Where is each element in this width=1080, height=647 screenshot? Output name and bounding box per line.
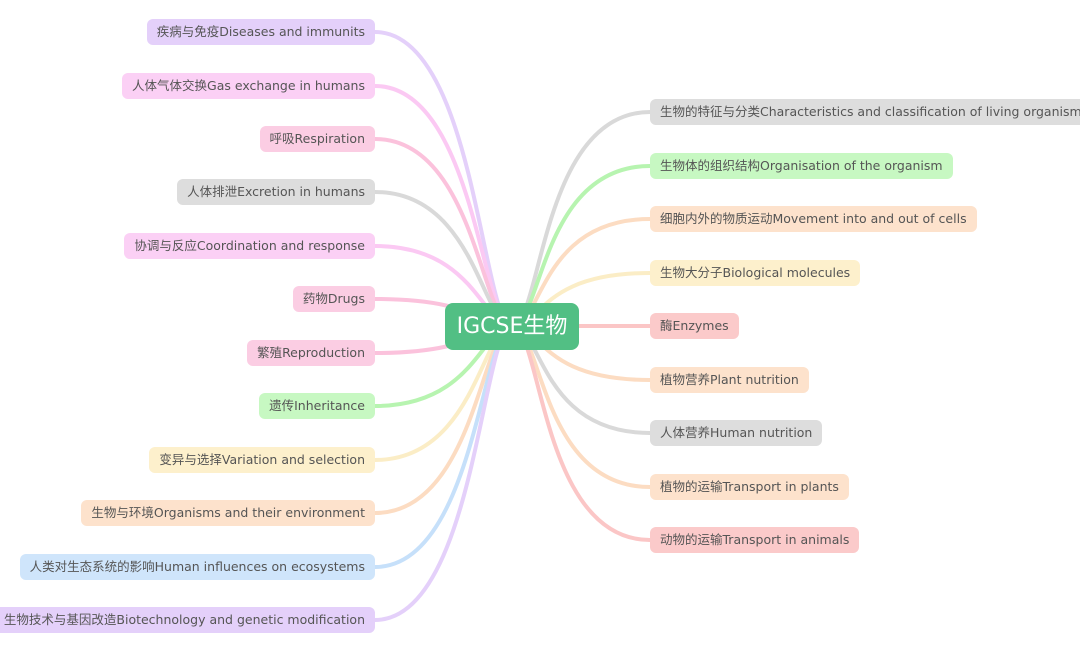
left-branch-node[interactable]: 生物与环境Organisms and their environment [81,500,375,526]
right-branch-node[interactable]: 生物大分子Biological molecules [650,260,861,286]
left-branch-node[interactable]: 人体气体交换Gas exchange in humans [122,73,375,99]
connector-line [373,324,514,569]
left-branch-node[interactable]: 人类对生态系统的影响Human influences on ecosystems [19,554,375,580]
left-branch-node[interactable]: 人体排泄Excretion in humans [177,179,375,205]
left-branch-node[interactable]: 生物技术与基因改造Biotechnology and genetic modif… [0,607,375,633]
right-branch-node[interactable]: 酶Enzymes [650,313,739,339]
right-branch-node[interactable]: 人体营养Human nutrition [650,420,823,446]
right-branch-node[interactable]: 细胞内外的物质运动Movement into and out of cells [650,206,977,232]
right-branch-node[interactable]: 动物的运输Transport in animals [650,527,860,553]
left-branch-node[interactable]: 协调与反应Coordination and response [124,233,375,259]
right-branch-node[interactable]: 植物营养Plant nutrition [650,367,809,393]
left-branch-node[interactable]: 疾病与免疫Diseases and immunits [146,19,375,45]
central-topic[interactable]: IGCSE生物 [445,303,579,350]
right-branch-node[interactable]: 植物的运输Transport in plants [650,474,849,500]
right-branch-node[interactable]: 生物体的组织结构Organisation of the organism [650,153,953,179]
left-branch-node[interactable]: 繁殖Reproduction [247,340,375,366]
left-branch-node[interactable]: 变异与选择Variation and selection [149,447,375,473]
left-branch-node[interactable]: 药物Drugs [292,286,375,312]
left-branch-node[interactable]: 呼吸Respiration [259,126,375,152]
left-branch-node[interactable]: 遗传Inheritance [259,393,375,419]
right-branch-node[interactable]: 生物的特征与分类Characteristics and classificati… [650,99,1080,125]
